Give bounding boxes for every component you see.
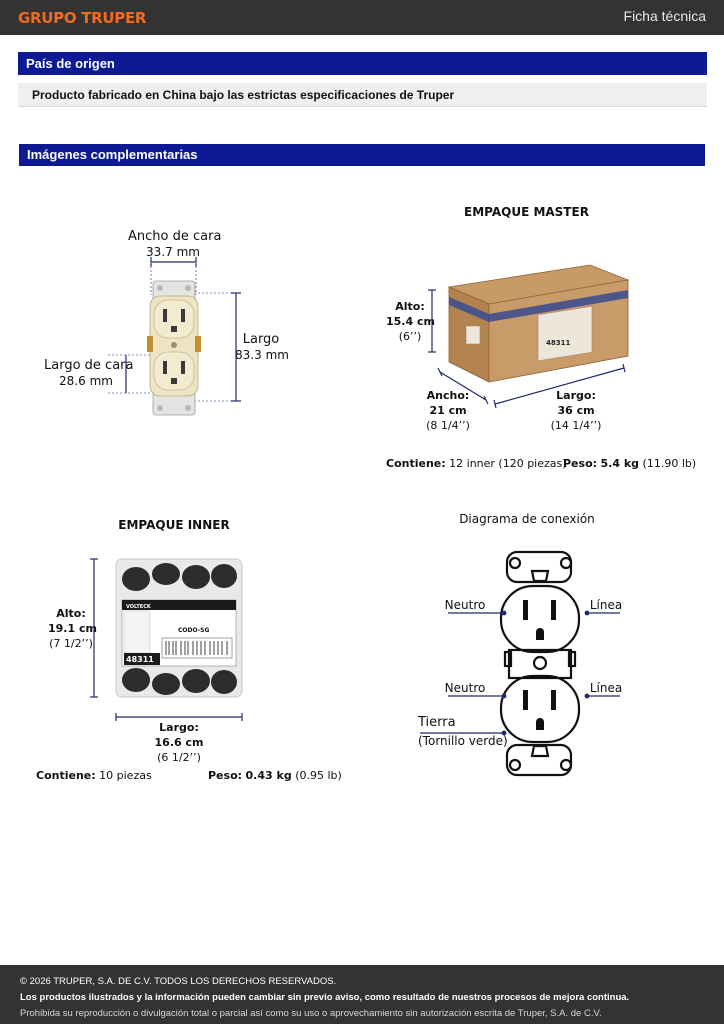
master-contains: Contiene: 12 inner (120 piezas) <box>386 457 567 470</box>
master-length-label: Largo: <box>556 389 596 402</box>
images-section-title: Imágenes complementarias <box>19 144 705 166</box>
inner-contains: Contiene: 10 piezas <box>36 769 152 782</box>
master-width-label: Ancho: <box>426 389 470 402</box>
footer-copyright: © 2026 TRUPER, S.A. DE C.V. TODOS LOS DE… <box>20 976 337 987</box>
master-length-cm: 36 cm <box>557 404 595 417</box>
inner-length-in: (6 1/2’’) <box>157 751 201 764</box>
diagram-neutral-top: Neutro <box>444 598 486 612</box>
inner-title: EMPAQUE INNER <box>118 518 230 532</box>
master-box-code: 48311 <box>546 339 570 347</box>
page-footer: © 2026 TRUPER, S.A. DE C.V. TODOS LOS DE… <box>0 965 724 1024</box>
face-width-label: Ancho de cara <box>128 229 222 244</box>
footer-prohibition: Prohibida su reproducción o divulgación … <box>20 1008 602 1019</box>
inner-pack-code: 48311 <box>126 655 154 664</box>
master-box-illustration <box>447 264 630 383</box>
inner-length-cm: 16.6 cm <box>154 736 204 749</box>
footer-notice: Los productos ilustrados y la informació… <box>20 992 630 1003</box>
brand-logo: GRUPO TRUPER <box>18 9 147 27</box>
master-height-label: Alto: <box>395 300 425 313</box>
origin-section-title: País de origen <box>18 52 707 75</box>
inner-height-in: (7 1/2’’) <box>49 637 93 650</box>
inner-height-cm: 19.1 cm <box>48 622 97 635</box>
inner-pack-brand: VOLTECK <box>126 604 152 610</box>
master-width-in: (8 1/4’’) <box>426 419 470 432</box>
inner-pack-model: CODO-SG <box>178 627 210 634</box>
diagram-line-top: Línea <box>589 598 623 612</box>
diagram-title: Diagrama de conexión <box>459 512 595 526</box>
inner-pack-illustration: VOLTECK CODO-SG 48311 <box>115 558 243 698</box>
outlet-illustration <box>147 280 201 416</box>
inner-height-label: Alto: <box>56 607 86 620</box>
length-label: Largo <box>242 332 280 347</box>
length-value: 83.3 mm <box>235 348 289 362</box>
master-title: EMPAQUE MASTER <box>464 205 589 219</box>
diagram-ground-note: (Tornillo verde) <box>418 734 508 748</box>
face-width-value: 33.7 mm <box>146 245 200 259</box>
master-weight: Peso: 5.4 kg (11.90 lb) <box>563 457 697 470</box>
document-type: Ficha técnica <box>623 8 706 24</box>
master-length-in: (14 1/4’’) <box>550 419 602 432</box>
diagram-ground: Tierra <box>418 715 456 730</box>
master-height-cm: 15.4 cm <box>386 315 435 328</box>
inner-weight: Peso: 0.43 kg (0.95 lb) <box>208 769 342 782</box>
diagram-line-bottom: Línea <box>589 681 623 695</box>
origin-text: Producto fabricado en China bajo las est… <box>18 83 707 107</box>
inner-length-label: Largo: <box>159 721 199 734</box>
face-length-value: 28.6 mm <box>59 374 113 388</box>
outlet-line-drawing <box>499 550 581 777</box>
face-length-label: Largo de cara <box>44 358 134 373</box>
master-width-cm: 21 cm <box>429 404 467 417</box>
diagram-neutral-bottom: Neutro <box>444 681 486 695</box>
master-height-in: (6’’) <box>398 330 422 343</box>
page-header: GRUPO TRUPER Ficha técnica <box>0 0 724 35</box>
